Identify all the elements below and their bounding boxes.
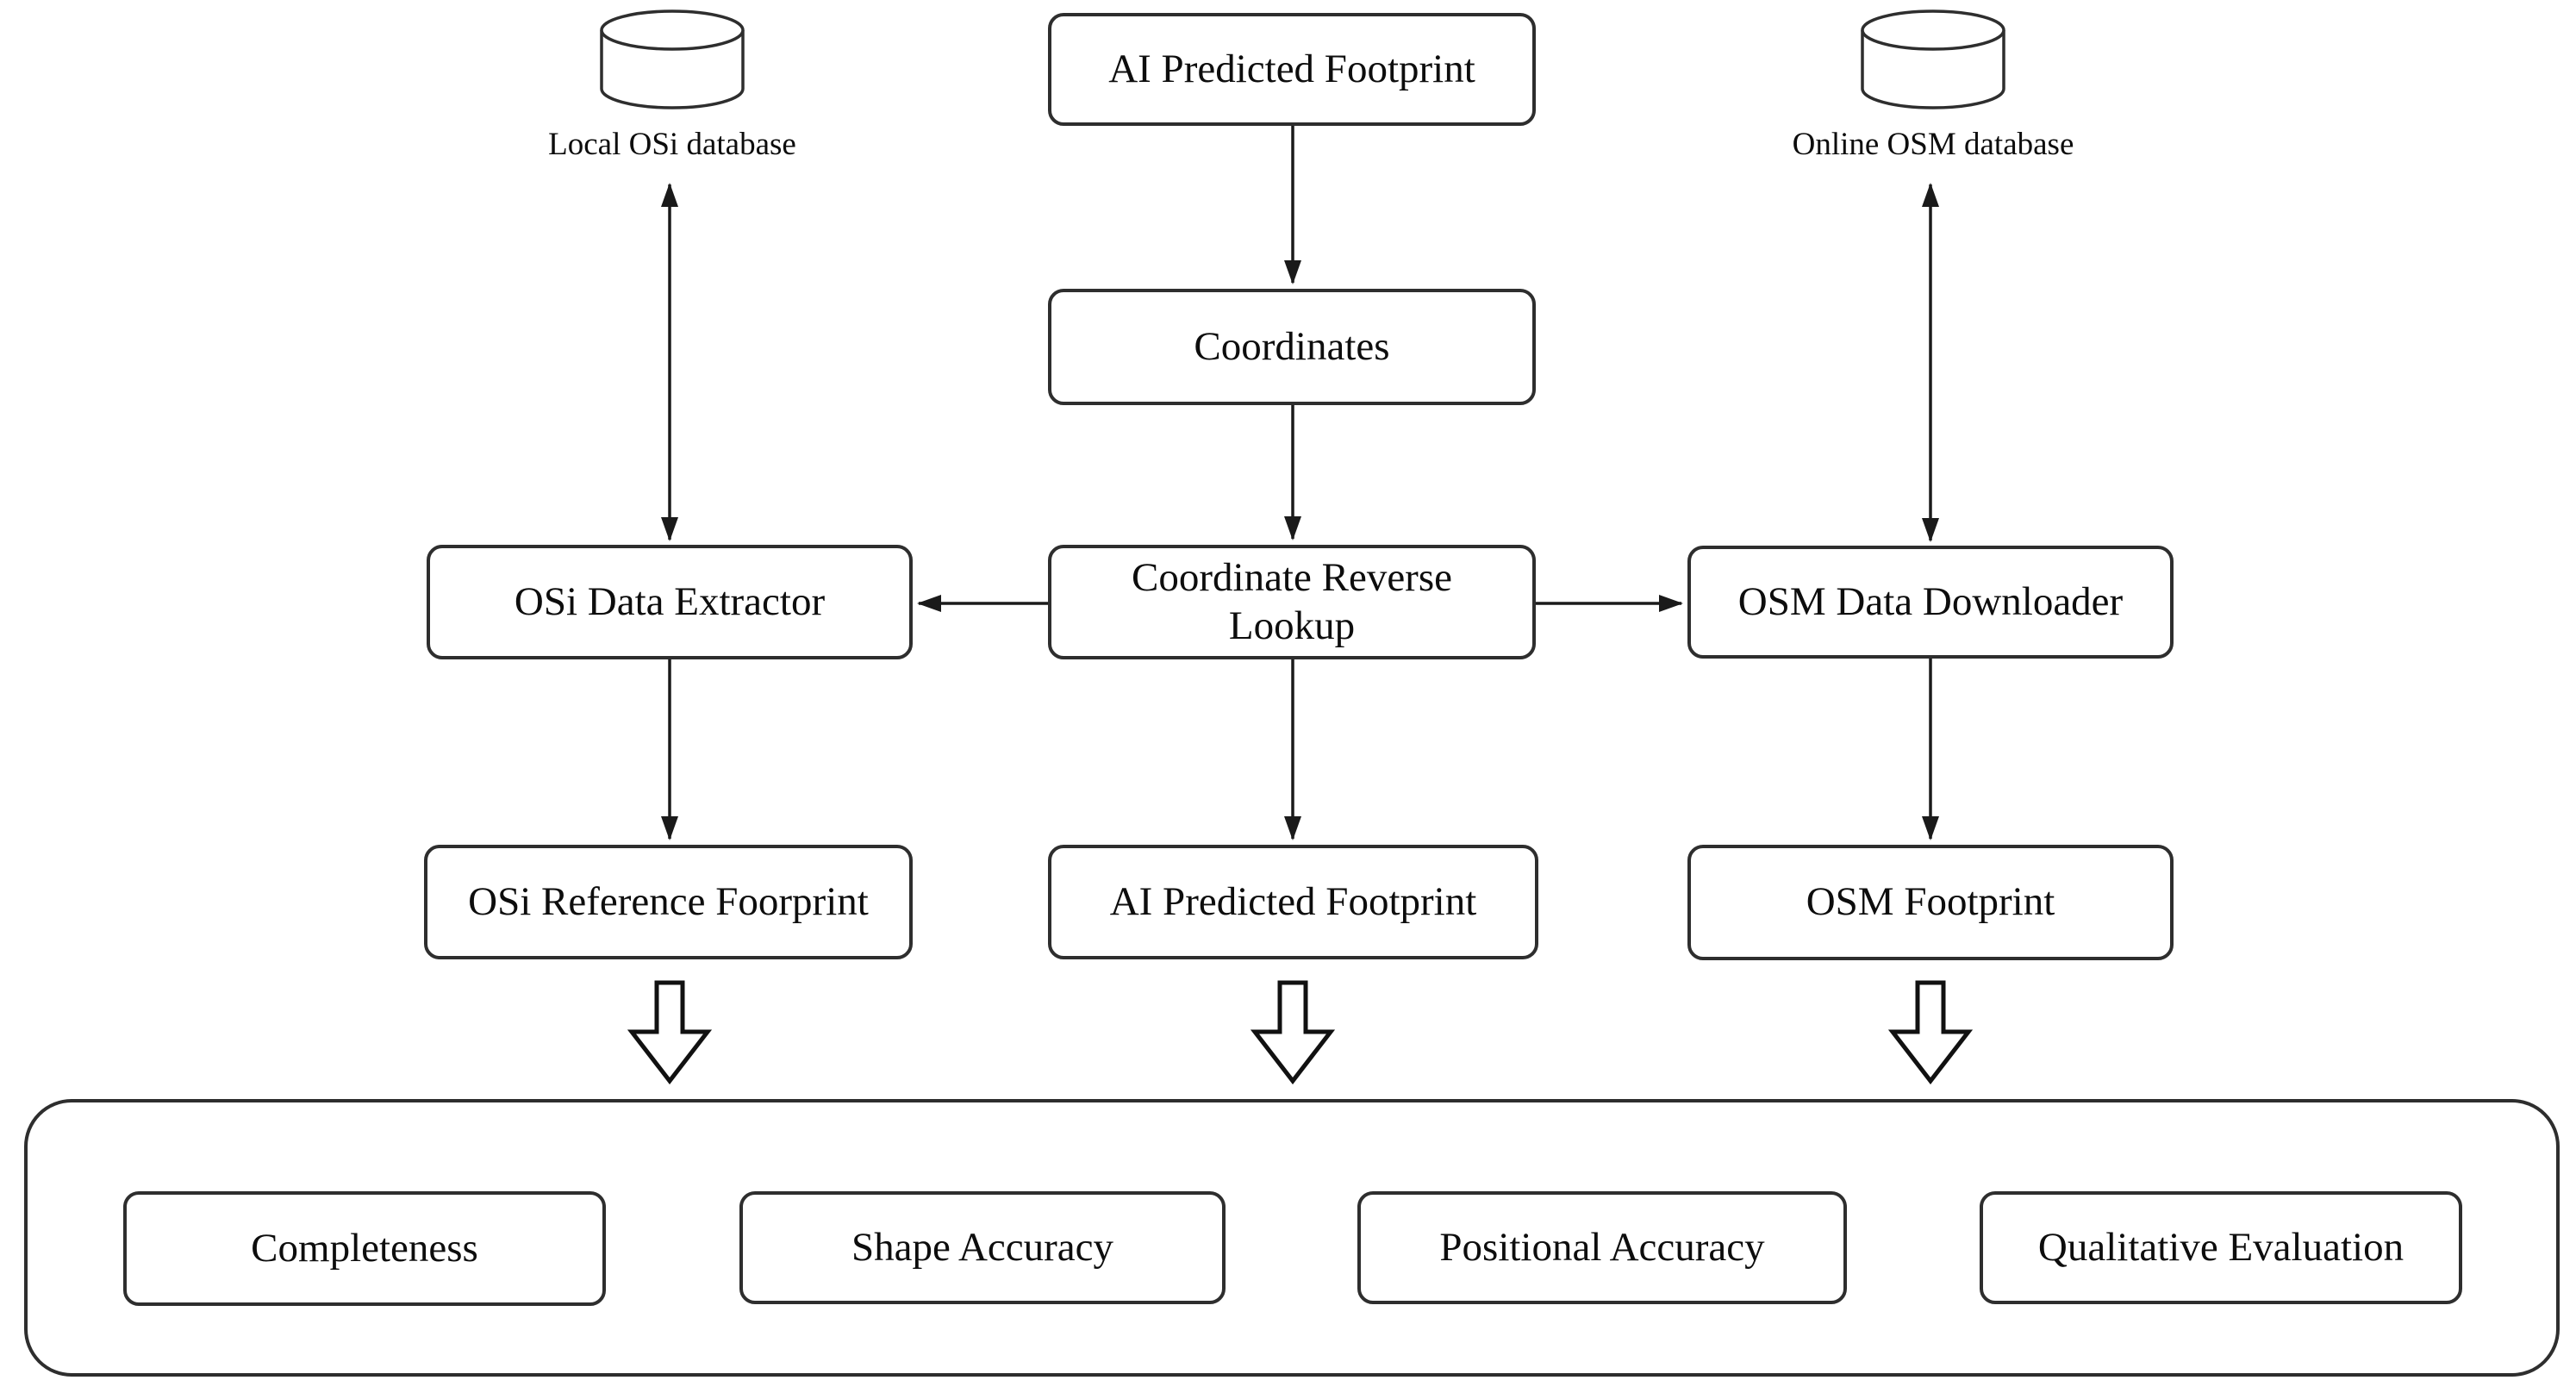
node-osm-footprint: OSM Footprint xyxy=(1687,845,2174,960)
node-shape-accuracy: Shape Accuracy xyxy=(739,1191,1226,1304)
node-completeness: Completeness xyxy=(123,1191,606,1306)
node-coordinates: Coordinates xyxy=(1048,289,1536,405)
node-ai-predicted-footprint-top: AI Predicted Footprint xyxy=(1048,13,1536,126)
online-osm-database-label: Online OSM database xyxy=(1792,127,2074,162)
node-osm-data-downloader: OSM Data Downloader xyxy=(1687,546,2174,659)
node-osi-data-extractor: OSi Data Extractor xyxy=(427,545,913,659)
block-arrow-down-icon xyxy=(1887,980,1974,1085)
block-arrow-down-icon xyxy=(627,980,713,1085)
node-osi-reference-footprint: OSi Reference Foorprint xyxy=(424,845,913,959)
local-osi-database-label: Local OSi database xyxy=(548,127,796,162)
database-icon xyxy=(600,9,745,109)
database-icon xyxy=(1861,9,2005,109)
node-ai-predicted-footprint-bottom: AI Predicted Footprint xyxy=(1048,845,1538,959)
block-arrow-down-icon xyxy=(1250,980,1336,1085)
node-qualitative-evaluation: Qualitative Evaluation xyxy=(1980,1191,2462,1304)
node-positional-accuracy: Positional Accuracy xyxy=(1357,1191,1847,1304)
node-coordinate-reverse-lookup: Coordinate Reverse Lookup xyxy=(1048,545,1536,659)
